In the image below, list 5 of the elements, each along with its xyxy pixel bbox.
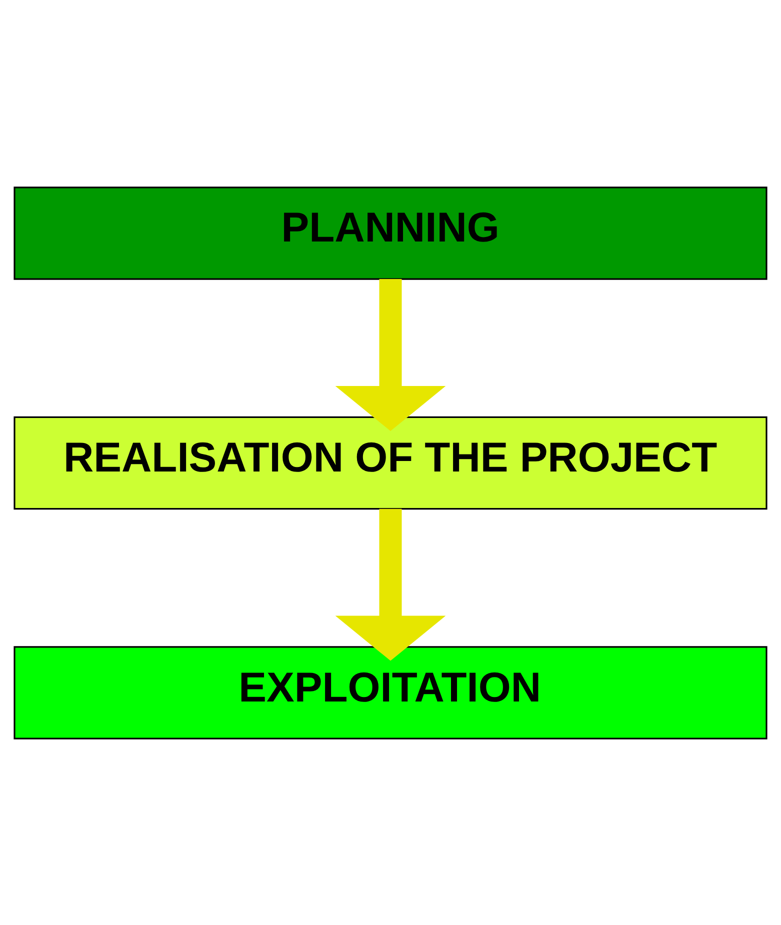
arrow: [335, 508, 446, 660]
node-box: PLANNING: [14, 186, 768, 280]
node-box: REALISATION OF THE PROJECT: [14, 416, 768, 510]
node-box: EXPLOITATION: [14, 646, 768, 739]
arrow: [335, 278, 446, 431]
